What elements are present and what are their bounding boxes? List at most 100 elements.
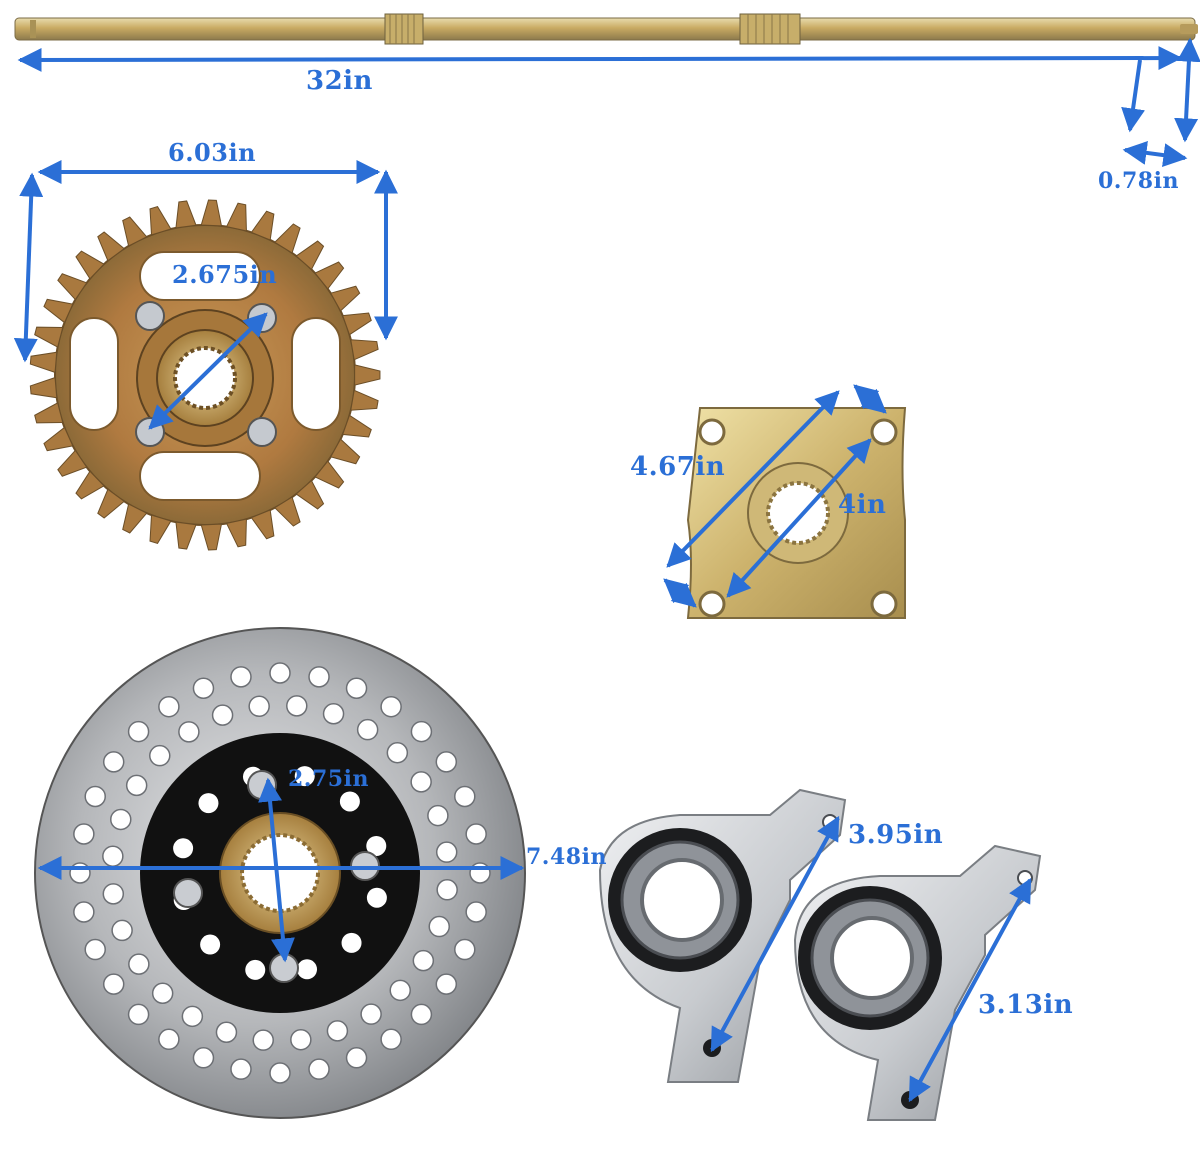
sprocket-tooth: [250, 210, 275, 241]
disc-vent-hole: [269, 1062, 291, 1084]
disc-vent-hole: [435, 841, 458, 863]
bearing-length-label: 3.95in: [848, 820, 944, 850]
disc-inner-hole: [341, 932, 362, 953]
sprocket-tooth: [43, 298, 74, 324]
disc-vent-hole: [151, 982, 174, 1004]
disc-outer-label: 7.48in: [526, 844, 607, 870]
sprocket-tooth: [34, 326, 64, 348]
sprocket-tooth: [274, 223, 301, 254]
disc-vent-hole: [427, 804, 449, 827]
disc-vent-hole: [84, 938, 106, 961]
disc-vent-hole: [73, 901, 95, 923]
axle-dimension-lines: [17, 37, 1200, 168]
disc-inner-hole: [366, 887, 387, 908]
disc-inner-hole: [297, 959, 318, 980]
sprocket-tooth: [57, 449, 88, 477]
sprocket-tooth: [295, 240, 325, 271]
sprocket-tooth: [250, 509, 275, 540]
sprocket-tooth: [34, 402, 64, 424]
disc-vent-hole: [158, 1028, 180, 1051]
disc-vent-hole: [127, 720, 150, 743]
disc-inner-hole: [200, 934, 221, 955]
disc-vent-hole: [410, 720, 433, 743]
disc-inner-hole: [366, 835, 387, 856]
sprocket-tooth: [75, 250, 105, 280]
disc-vent-hole: [181, 1005, 204, 1028]
disc-vent-hole: [360, 1003, 382, 1025]
disc-vent-hole: [102, 883, 125, 905]
disc-vent-hole: [454, 938, 476, 961]
disc-vent-hole: [192, 677, 215, 699]
disc-vent-hole: [149, 744, 171, 767]
disc-vent-hole: [102, 845, 124, 867]
disc-vent-hole: [412, 949, 435, 972]
hub-diagonal-label: 4.67in: [630, 452, 726, 482]
disc-vent-hole: [380, 1028, 402, 1051]
sprocket-tooth: [342, 414, 372, 438]
sprocket-tooth: [43, 426, 74, 452]
disc-vent-hole: [322, 703, 345, 725]
sprocket-tooth: [29, 351, 58, 374]
sprocket-tooth: [175, 200, 197, 229]
disc-vent-hole: [326, 1020, 349, 1042]
disc-vent-hole: [102, 751, 125, 773]
disc-vent-hole: [345, 677, 368, 699]
sprocket-tooth: [314, 460, 345, 489]
disc-vent-hole: [345, 1047, 368, 1069]
disc-vent-hole: [386, 742, 409, 764]
sprocket-tooth: [225, 518, 247, 548]
disc-vent-hole: [454, 785, 476, 808]
disc-vent-hole: [178, 721, 200, 743]
disc-vent-hole: [465, 823, 487, 845]
sprocket-tooth: [122, 503, 148, 534]
sprocket-tooth: [200, 199, 223, 227]
sprocket-tooth: [97, 488, 125, 519]
disc-vent-hole: [125, 774, 148, 797]
disc-vent-hole: [356, 718, 379, 741]
bearing-dimension-lines: [710, 815, 1032, 1103]
disc-vent-hole: [286, 695, 308, 717]
sprocket-tooth: [329, 438, 361, 465]
disc-vent-hole: [102, 973, 125, 995]
disc-vent-hole: [435, 973, 458, 995]
disc-vent-hole: [192, 1047, 215, 1069]
disc-vent-hole: [158, 695, 180, 718]
disc-vent-hole: [389, 979, 411, 1002]
sprocket-tooth: [350, 389, 379, 411]
disc-vent-hole: [215, 1021, 238, 1043]
sprocket-tooth: [314, 261, 345, 290]
disc-vent-hole: [252, 1029, 274, 1051]
disc-dimension-lines: [37, 777, 525, 963]
sprocket-bolt-label: 2.675in: [172, 260, 278, 289]
sprocket-tooth: [329, 285, 361, 312]
sprocket-tooth: [274, 496, 301, 527]
axle-diameter-label: 0.78in: [1098, 168, 1179, 194]
sprocket-tooth: [75, 470, 105, 500]
sprocket-tooth: [57, 273, 88, 301]
hub-bolt-label: 4in: [838, 490, 887, 520]
sprocket-tooth: [295, 479, 325, 510]
disc-vent-hole: [230, 1058, 252, 1080]
sprocket-tooth: [200, 523, 223, 551]
disc-vent-hole: [436, 879, 458, 901]
disc-vent-hole: [380, 695, 402, 718]
sprocket-tooth: [354, 364, 381, 386]
disc-vent-hole: [308, 666, 330, 688]
sprocket-tooth: [29, 376, 58, 399]
disc-vent-hole: [465, 901, 487, 923]
disc-vent-hole: [290, 1028, 312, 1051]
disc-inner-hole: [173, 838, 194, 859]
bearing-holes-label: 3.13in: [978, 990, 1074, 1020]
disc-vent-hole: [111, 919, 133, 942]
sprocket-tooth: [225, 202, 247, 232]
disc-vent-hole: [269, 662, 291, 684]
disc-vent-hole: [211, 704, 234, 726]
sprocket-tooth: [149, 205, 172, 236]
sprocket-tooth: [342, 312, 372, 336]
disc-inner-hole: [339, 791, 360, 812]
disc-vent-hole: [435, 751, 458, 773]
disc-vent-hole: [410, 1003, 433, 1026]
pillow-block-bearing-right: [793, 844, 1042, 1121]
disc-inner-hole: [245, 959, 266, 980]
disc-vent-hole: [127, 1003, 150, 1026]
